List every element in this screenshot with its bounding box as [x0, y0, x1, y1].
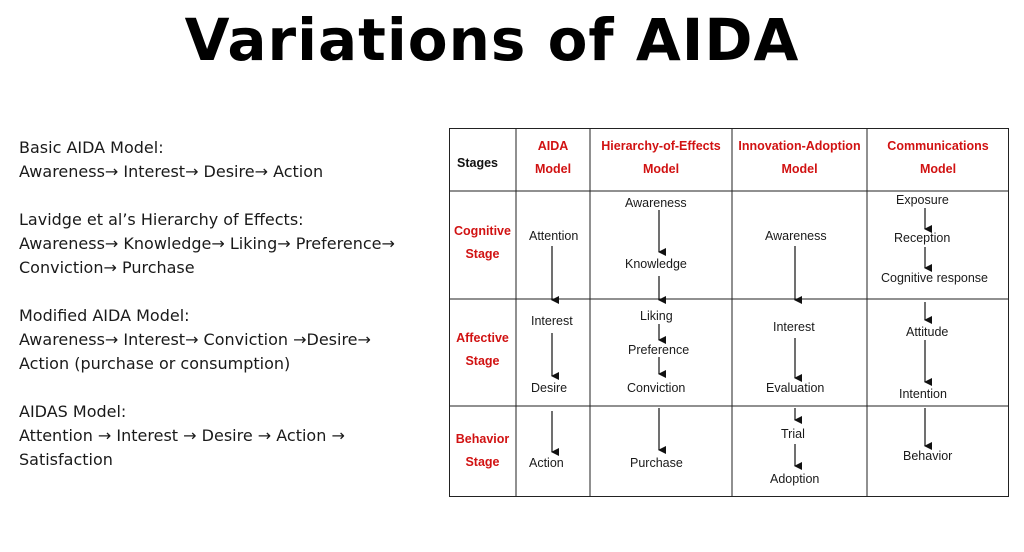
model-basic-aida: Basic AIDA Model: Awareness→ Interest→ D…	[19, 136, 429, 184]
cell-interest: Interest	[773, 320, 815, 334]
table-grid-lines	[449, 128, 1009, 497]
model-modified-aida: Modified AIDA Model: Awareness→ Interest…	[19, 304, 429, 376]
cell-intention: Intention	[899, 387, 947, 401]
cell-exposure: Exposure	[896, 193, 949, 207]
cell-adoption: Adoption	[770, 472, 820, 486]
model-aidas: AIDAS Model: Attention → Interest → Desi…	[19, 400, 429, 472]
cell-awareness: Awareness	[765, 229, 827, 243]
stages-header: Stages	[457, 156, 498, 170]
cell-knowledge: Knowledge	[625, 257, 687, 271]
cell-cognitive-response: Cognitive response	[881, 271, 989, 285]
cell-evaluation: Evaluation	[766, 381, 825, 395]
cell-trial: Trial	[781, 427, 805, 441]
cell-conviction: Conviction	[627, 381, 686, 395]
model-sequence: Conviction→ Purchase	[19, 258, 195, 277]
model-sequence: Action (purchase or consumption)	[19, 354, 291, 373]
model-list: Basic AIDA Model: Awareness→ Interest→ D…	[19, 136, 429, 496]
model-hierarchy-of-effects: Lavidge et al’s Hierarchy of Effects: Aw…	[19, 208, 429, 280]
cell-attitude: Attitude	[906, 325, 949, 339]
cell-behavior: Behavior	[903, 449, 953, 463]
cell-awareness: Awareness	[625, 196, 687, 210]
cell-action: Action	[529, 456, 564, 470]
model-title: Modified AIDA Model:	[19, 306, 190, 325]
model-title: Basic AIDA Model:	[19, 138, 164, 157]
model-sequence: Awareness→ Interest→ Conviction →Desire→	[19, 330, 371, 349]
cell-purchase: Purchase	[630, 456, 683, 470]
model-sequence: Awareness→ Knowledge→ Liking→ Preference…	[19, 234, 395, 253]
cell-interest: Interest	[531, 314, 573, 328]
model-title: Lavidge et al’s Hierarchy of Effects:	[19, 210, 304, 229]
cell-desire: Desire	[531, 381, 568, 395]
cell-attention: Attention	[529, 229, 579, 243]
model-sequence: Satisfaction	[19, 450, 113, 469]
cell-preference: Preference	[628, 343, 690, 357]
model-sequence: Attention → Interest → Desire → Action →	[19, 426, 345, 445]
cell-reception: Reception	[894, 231, 951, 245]
model-title: AIDAS Model:	[19, 402, 127, 421]
cell-liking: Liking	[640, 309, 673, 323]
page-title: Variations of AIDA	[184, 6, 800, 74]
model-sequence: Awareness→ Interest→ Desire→ Action	[19, 162, 324, 181]
